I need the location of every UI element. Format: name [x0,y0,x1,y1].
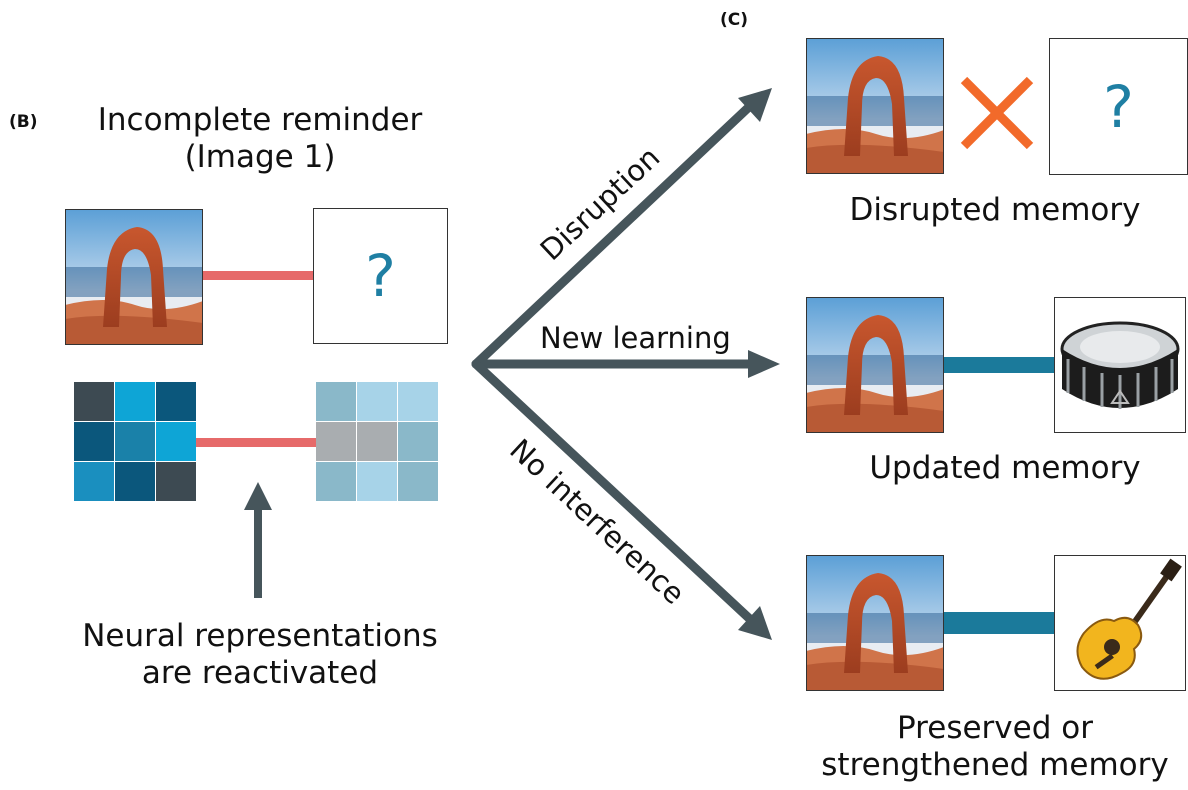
question-mark-right: ? [1103,72,1134,141]
panel-label-b: (B) [9,112,38,132]
neural-grid-right-cell [316,462,356,501]
new-learning-arrowhead [748,350,780,378]
panel-label-c: (C) [720,10,749,30]
neural-grid-left-cell [115,382,155,421]
association-link-bottom [196,438,316,447]
question-mark-left: ? [365,242,396,310]
neural-grid-left-cell [74,382,114,421]
reminder-title-line2: (Image 1) [184,139,336,176]
no-interference-arrowhead [738,606,772,640]
neural-grid-left-cell [156,462,196,501]
neural-grid-right-cell [316,422,356,461]
preserved-caption-line2: strengthened memory [821,747,1169,784]
neural-grid-left [74,382,196,501]
cross-icon [960,76,1034,150]
arch-photo-icon [806,38,944,174]
neural-grid-left-cell [74,422,114,461]
preserved-memory-caption: Preserved or strengthened memory [800,710,1188,784]
missing-image-box: ? [313,208,448,344]
reminder-title: Incomplete reminder (Image 1) [85,102,435,176]
snare-drum-icon [1054,297,1186,433]
association-link-preserved [944,612,1054,634]
neural-grid-right-cell [316,382,356,421]
no-interference-arrow-shaft [471,359,757,626]
neural-grid-left-cell [115,422,155,461]
neural-caption-line1: Neural representations [82,618,438,654]
association-link-updated [944,357,1054,373]
neural-grid-right-cell [357,462,397,501]
neural-grid-left-cell [156,422,196,461]
neural-caption-line2: are reactivated [141,655,379,692]
label-new-learning: New learning [540,321,731,355]
acoustic-guitar-icon [1054,555,1186,691]
neural-caption: Neural representations are reactivated [70,618,450,692]
neural-grid-right-cell [357,382,397,421]
neural-grid-right-cell [398,382,438,421]
association-link-top [203,271,313,280]
forgotten-image-box: ? [1049,38,1188,175]
disruption-arrowhead [738,88,772,122]
neural-grid-right [316,382,438,501]
arch-photo-icon [806,297,944,433]
preserved-caption-line1: Preserved or [897,710,1093,746]
label-no-interference: No interference [503,432,691,611]
neural-grid-right-cell [357,422,397,461]
reactivation-arrow [244,482,272,598]
arch-photo-icon [65,209,203,345]
neural-grid-left-cell [156,382,196,421]
reminder-title-line1: Incomplete reminder [97,102,423,138]
disrupted-memory-caption: Disrupted memory [849,192,1141,228]
updated-memory-caption: Updated memory [869,450,1141,486]
neural-grid-left-cell [115,462,155,501]
neural-grid-right-cell [398,462,438,501]
neural-grid-left-cell [74,462,114,501]
arch-photo-icon [806,555,944,691]
disruption-arrow-shaft [471,101,755,369]
neural-grid-right-cell [398,422,438,461]
